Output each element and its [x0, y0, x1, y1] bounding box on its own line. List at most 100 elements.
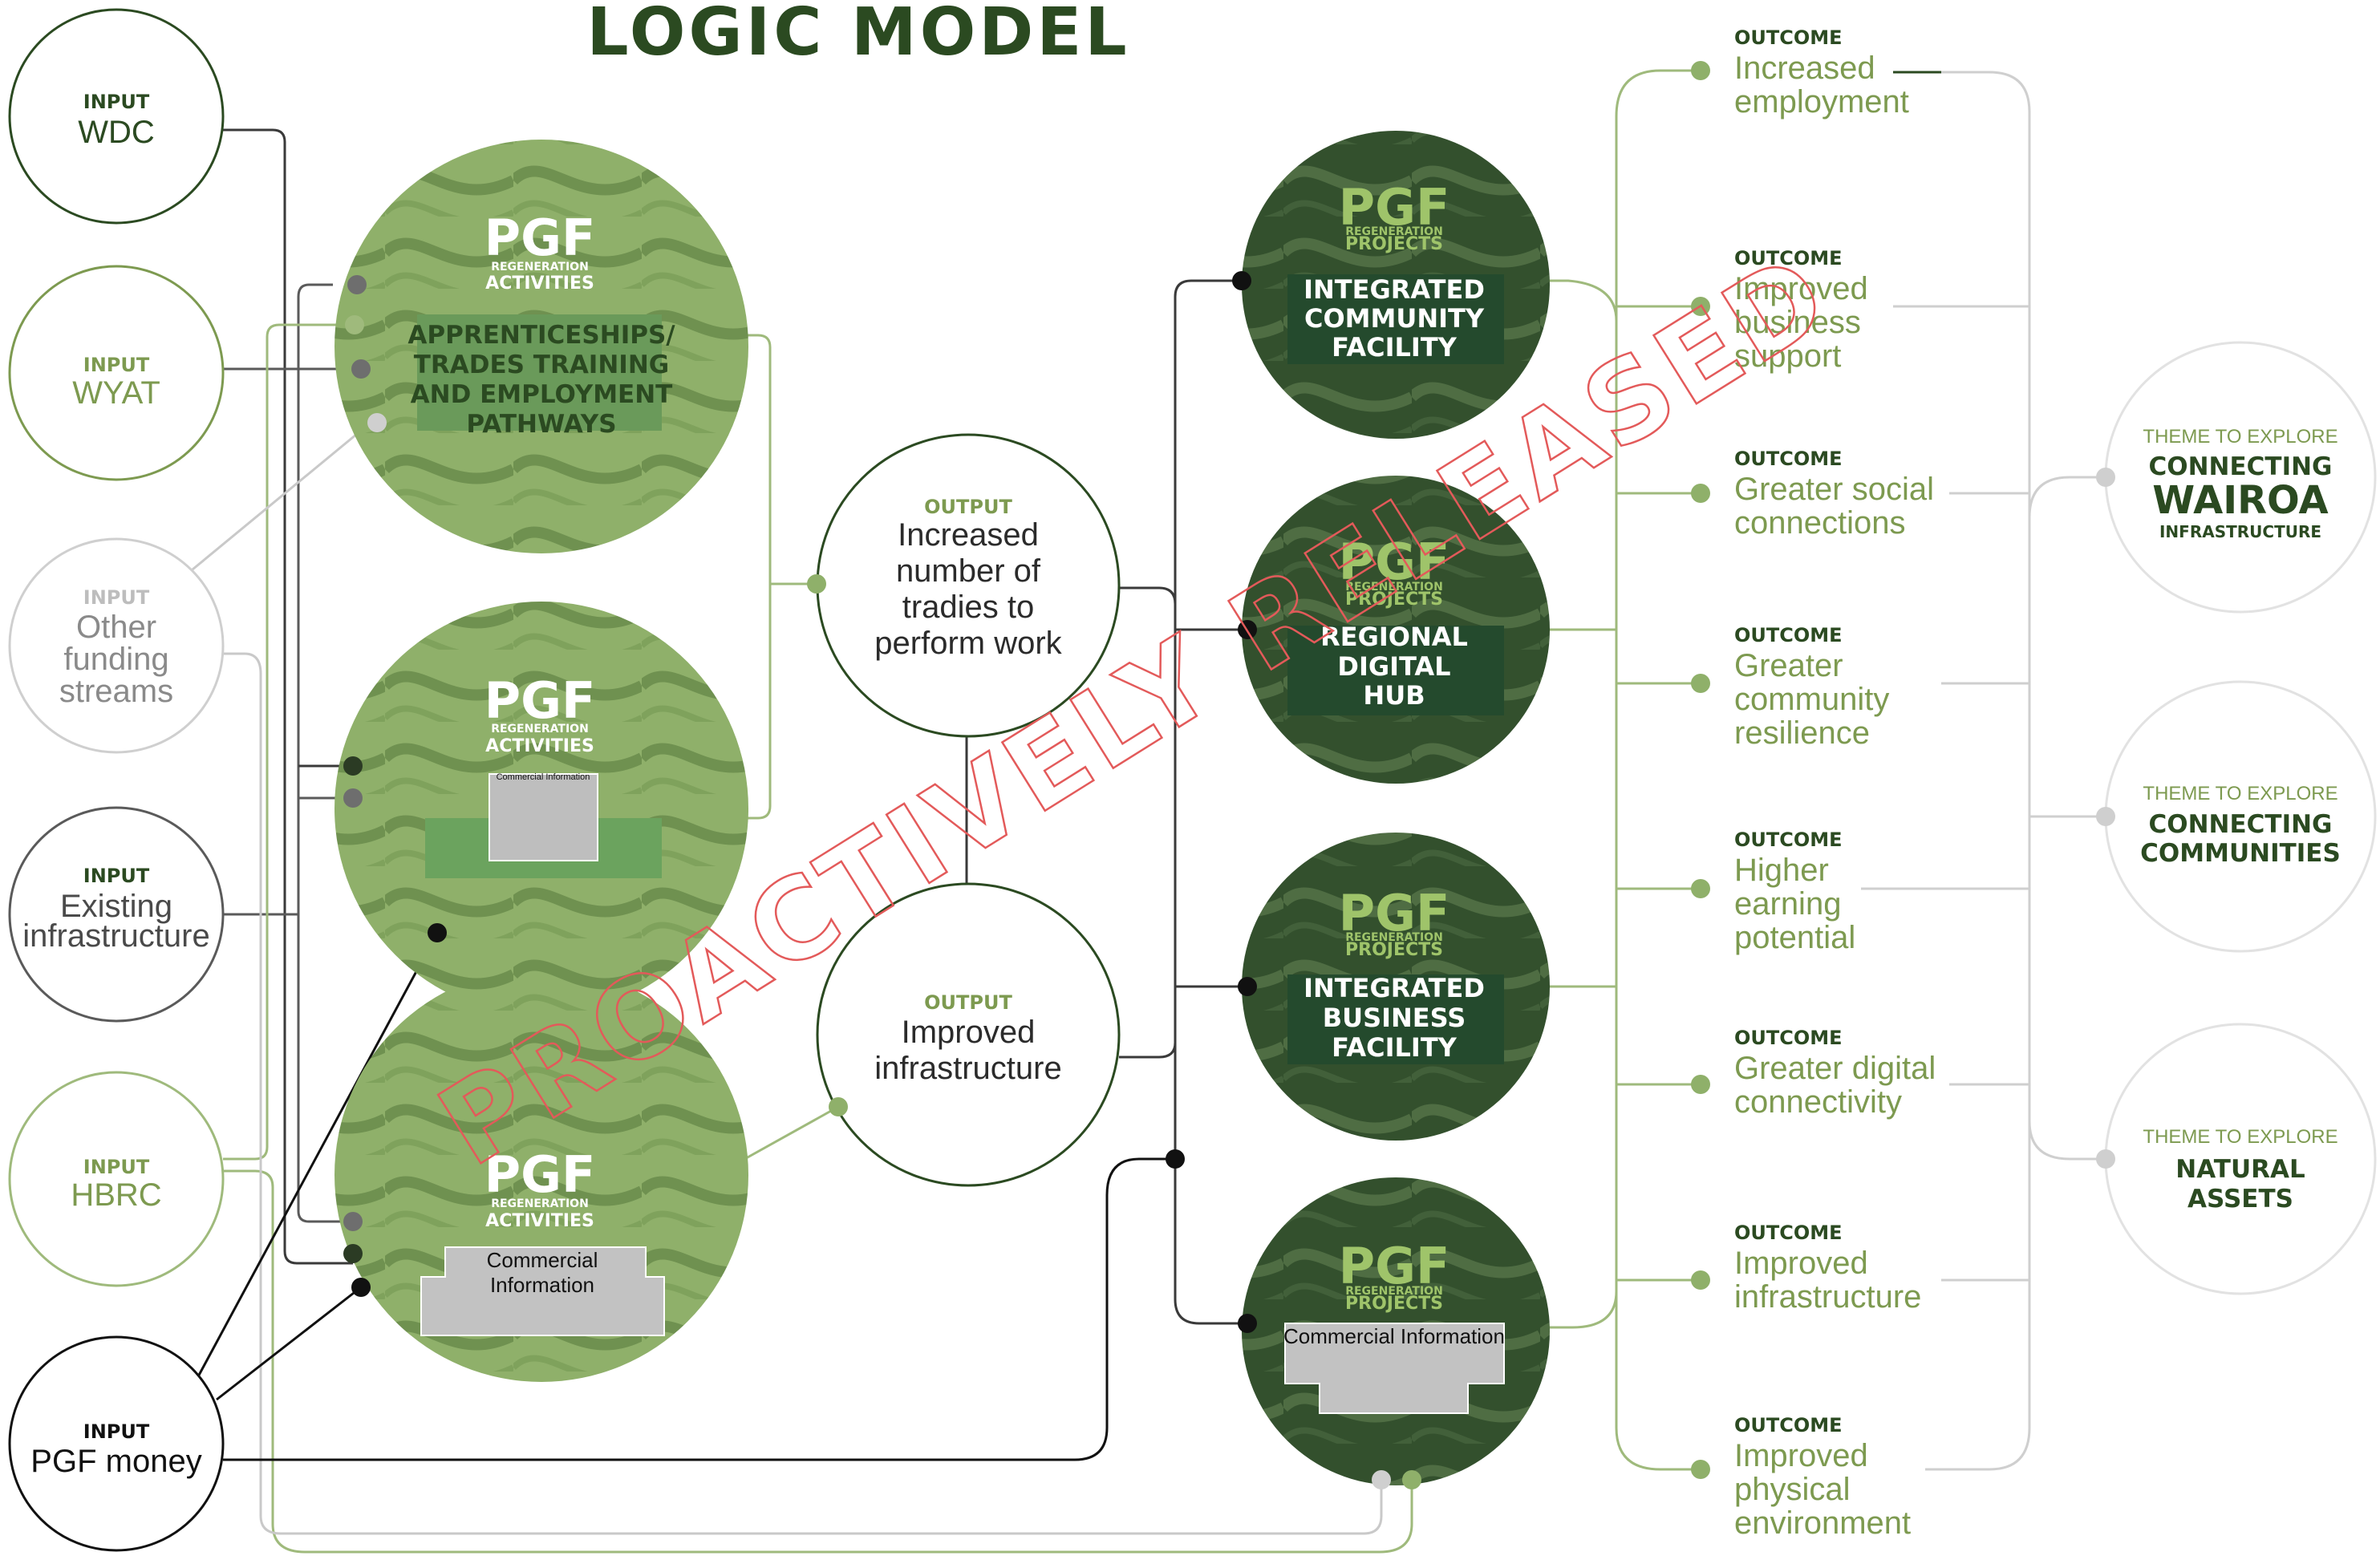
redaction-label: Commercial Information	[497, 772, 590, 782]
project-line: HUB	[1363, 680, 1425, 711]
activity-redacted-1: PGF REGENERATION ACTIVITIES Commercial I…	[334, 602, 748, 1015]
input-wdc: INPUT WDC	[8, 8, 225, 225]
project-line: INTEGRATED	[1304, 973, 1485, 1003]
outcome-line: community	[1734, 682, 1889, 717]
project-line: BUSINESS	[1323, 1003, 1466, 1033]
project-line: FACILITY	[1332, 1032, 1457, 1063]
pgf-logo: PGF	[1339, 533, 1450, 591]
pgf-activities-label: ACTIVITIES	[485, 274, 594, 294]
pgf-projects-label: PROJECTS	[1345, 590, 1443, 610]
outcomes-list: OUTCOME Increased employment OUTCOME Imp…	[1734, 26, 1936, 1541]
pgf-regen-label: REGENERATION	[1345, 581, 1443, 594]
pgf-regen-label: REGENERATION	[1345, 931, 1443, 944]
output-label: OUTPUT	[924, 496, 1012, 518]
outcome-line: Greater social	[1734, 472, 1934, 507]
output-line: perform work	[874, 626, 1062, 661]
outcome-line: support	[1734, 338, 1841, 374]
outcome-line: Greater digital	[1734, 1051, 1936, 1086]
pgf-logo: PGF	[485, 209, 596, 267]
outcome-line: Improved	[1734, 271, 1868, 306]
input-line: Existing	[60, 889, 172, 924]
outcome-line: business	[1734, 305, 1861, 340]
theme-main: WAIROA	[2152, 478, 2328, 523]
redaction-label: Commercial Information	[1283, 1324, 1505, 1348]
input-name: WYAT	[72, 375, 160, 411]
page-title: LOGIC MODEL	[586, 0, 1129, 71]
outcome-line: physical	[1734, 1472, 1851, 1507]
project-line: COMMUNITY	[1304, 303, 1485, 334]
outcome-item: OUTCOME Higher earning potential	[1734, 829, 1855, 955]
output-label: OUTPUT	[924, 991, 1012, 1014]
input-hbrc: INPUT HBRC	[8, 1071, 225, 1287]
project-business-facility: PGF REGENERATION PROJECTS INTEGRATED BUS…	[1242, 833, 1550, 1141]
outcome-label: OUTCOME	[1734, 1027, 1843, 1049]
activity-line: PATHWAYS	[466, 410, 616, 439]
pgf-activities-label: ACTIVITIES	[485, 1211, 594, 1231]
project-redacted: PGF REGENERATION PROJECTS Commercial Inf…	[1242, 1177, 1550, 1485]
theme-main: ASSETS	[2187, 1185, 2293, 1214]
pgf-projects-label: PROJECTS	[1345, 940, 1443, 960]
outcome-line: earning	[1734, 886, 1841, 922]
theme-label: THEME TO EXPLORE	[2143, 1126, 2337, 1148]
output-tradies: OUTPUT Increased number of tradies to pe…	[816, 433, 1121, 738]
theme-natural-assets: THEME TO EXPLORE NATURAL ASSETS	[2104, 1023, 2377, 1295]
theme-main: COMMUNITIES	[2140, 839, 2341, 868]
project-line: REGIONAL	[1320, 622, 1468, 652]
pgf-activities-label: ACTIVITIES	[485, 736, 594, 756]
output-line: number of	[896, 553, 1041, 589]
input-label: INPUT	[83, 1156, 150, 1178]
pgf-projects-label: PROJECTS	[1345, 1294, 1443, 1314]
activity-redacted-2: PGF REGENERATION ACTIVITIES Commercial I…	[334, 968, 748, 1382]
outcome-line: Greater	[1734, 648, 1843, 683]
input-line: Other	[76, 610, 156, 645]
connector-dots	[343, 61, 2115, 1489]
input-line: streams	[59, 674, 173, 709]
input-label: INPUT	[83, 91, 150, 113]
input-wyat: INPUT WYAT	[8, 265, 225, 481]
pgf-regen-label: REGENERATION	[491, 1197, 589, 1210]
pgf-logo: PGF	[485, 1145, 596, 1204]
activity-line: APPRENTICESHIPS/	[407, 321, 675, 350]
outcome-item: OUTCOME Improved business support	[1734, 247, 1868, 374]
input-label: INPUT	[83, 354, 150, 376]
output-infrastructure: OUTPUT Improved infrastructure	[816, 882, 1121, 1187]
outcome-item: OUTCOME Greater digital connectivity	[1734, 1027, 1936, 1120]
input-label: INPUT	[83, 865, 150, 887]
theme-sub: INFRASTRUCTURE	[2159, 522, 2321, 541]
pgf-regen-label: REGENERATION	[491, 261, 589, 274]
pgf-regen-label: REGENERATION	[491, 723, 589, 735]
activity-line: TRADES TRAINING	[414, 350, 669, 379]
input-name: PGF money	[30, 1444, 201, 1479]
outcome-line: Improved	[1734, 1438, 1868, 1473]
input-name: WDC	[78, 115, 155, 150]
input-line: funding	[63, 642, 168, 677]
pgf-logo: PGF	[1339, 884, 1450, 942]
input-name: HBRC	[71, 1177, 161, 1213]
outcome-item: OUTCOME Greater social connections	[1734, 448, 1934, 541]
activity-line: AND EMPLOYMENT	[411, 380, 673, 409]
pgf-logo: PGF	[1339, 1237, 1450, 1295]
redaction-label: Information	[490, 1273, 594, 1297]
redaction-label: Commercial	[487, 1248, 598, 1272]
outcome-line: Increased	[1734, 51, 1875, 86]
output-line: infrastructure	[874, 1051, 1061, 1086]
project-digital-hub: PGF REGENERATION PROJECTS REGIONAL DIGIT…	[1242, 476, 1550, 784]
outcome-line: infrastructure	[1734, 1279, 1921, 1315]
outcome-line: connections	[1734, 505, 1905, 541]
outcome-line: Improved	[1734, 1246, 1868, 1281]
outcome-label: OUTCOME	[1734, 829, 1843, 851]
theme-label: THEME TO EXPLORE	[2143, 783, 2337, 804]
outcome-item: OUTCOME Greater community resilience	[1734, 624, 1889, 751]
outcome-label: OUTCOME	[1734, 624, 1843, 646]
pgf-projects-label: PROJECTS	[1345, 234, 1443, 254]
output-line: tradies to	[902, 590, 1035, 625]
input-existing-infrastructure: INPUT Existing infrastructure	[8, 806, 225, 1023]
outcome-label: OUTCOME	[1734, 1222, 1843, 1244]
project-line: DIGITAL	[1337, 651, 1450, 682]
output-line: Increased	[898, 517, 1039, 553]
input-label: INPUT	[83, 1420, 150, 1443]
output-line: Improved	[902, 1015, 1036, 1050]
outcome-label: OUTCOME	[1734, 247, 1843, 269]
